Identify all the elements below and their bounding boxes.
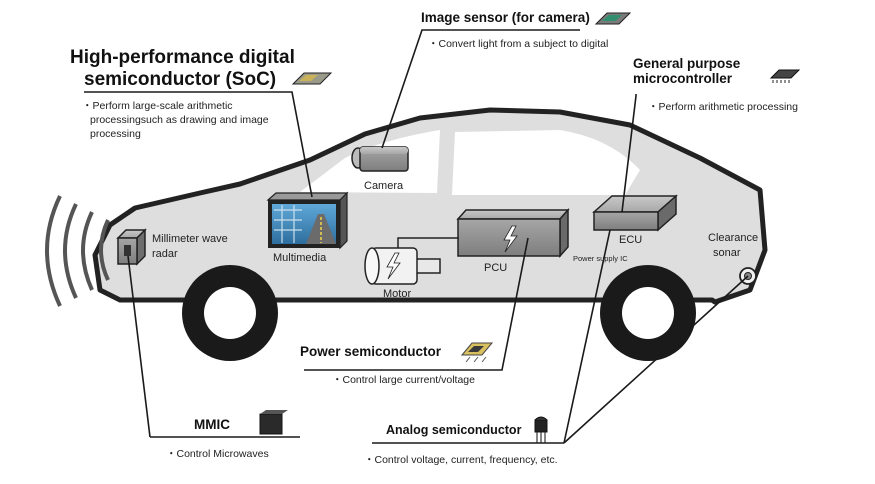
image-sensor-desc: ・Convert light from a subject to digital bbox=[428, 38, 609, 50]
radar-wave-icon bbox=[45, 195, 110, 307]
car-window-front bbox=[452, 130, 640, 195]
wheel-front bbox=[600, 265, 696, 361]
mmic-chip-icon bbox=[259, 410, 288, 435]
leader-analog-psic bbox=[563, 229, 611, 444]
motor-lightning-icon bbox=[386, 252, 401, 280]
leader-mmic-radar bbox=[127, 255, 151, 438]
soc-desc-line1: ・Perform large-scale arithmetic bbox=[82, 100, 233, 112]
motor-label: Motor bbox=[383, 288, 412, 300]
leader-mcu bbox=[621, 94, 637, 213]
leader-analog-sonar bbox=[563, 275, 749, 444]
radar-unit bbox=[116, 228, 147, 266]
soc-desc-line3: processing bbox=[90, 128, 141, 140]
power-supply-ic-label: Power supply IC bbox=[573, 254, 628, 263]
multimedia-label: Multimedia bbox=[273, 252, 327, 264]
multimedia-screen bbox=[266, 191, 349, 250]
wheel-rear bbox=[182, 265, 278, 361]
mcu-title-line2: microcontroller bbox=[633, 71, 733, 86]
soc-chip-icon bbox=[291, 72, 333, 85]
power-title: Power semiconductor bbox=[300, 344, 442, 359]
radar-label-line2: radar bbox=[152, 248, 178, 260]
camera-unit bbox=[351, 146, 409, 172]
mmic-desc: ・Control Microwaves bbox=[166, 448, 269, 460]
leader-lines bbox=[84, 29, 749, 444]
ecu-unit bbox=[592, 194, 678, 232]
mcu-title-line1: General purpose bbox=[633, 56, 741, 71]
camera-label: Camera bbox=[364, 180, 404, 192]
pcu-lightning-icon bbox=[503, 225, 518, 253]
image-sensor-title: Image sensor (for camera) bbox=[421, 10, 590, 25]
pcu-label: PCU bbox=[484, 262, 508, 274]
mmic-title: MMIC bbox=[194, 417, 230, 432]
sonar-label-line2: sonar bbox=[713, 247, 741, 259]
mcu-chip-icon bbox=[769, 69, 801, 83]
leader-power bbox=[304, 237, 529, 371]
power-chip-icon bbox=[460, 342, 494, 363]
leader-image-sensor bbox=[381, 29, 580, 149]
sonar-label-line1: Clearance bbox=[708, 232, 759, 244]
power-desc: ・Control large current/voltage bbox=[332, 374, 475, 386]
pcu-unit bbox=[456, 208, 570, 258]
soc-desc-line2: processingsuch as drawing and image bbox=[90, 114, 269, 126]
mcu-desc: ・Perform arithmetic processing bbox=[648, 101, 798, 113]
soc-title-line1: High-performance digital bbox=[70, 47, 295, 68]
analog-title: Analog semiconductor bbox=[386, 423, 522, 437]
image-sensor-chip-icon bbox=[594, 12, 632, 25]
analog-transistor-icon bbox=[534, 416, 548, 443]
leader-soc bbox=[84, 91, 313, 198]
soc-title-line2: semiconductor (SoC) bbox=[84, 69, 277, 90]
radar-label-line1: Millimeter wave bbox=[152, 233, 228, 245]
ecu-label: ECU bbox=[619, 234, 643, 246]
analog-desc: ・Control voltage, current, frequency, et… bbox=[364, 454, 558, 466]
